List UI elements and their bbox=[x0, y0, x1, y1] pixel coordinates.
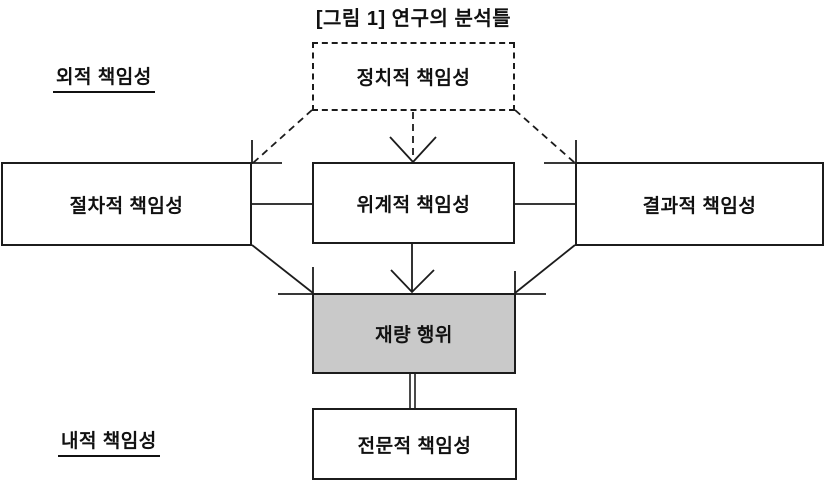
box-professional-label: 전문적 책임성 bbox=[357, 435, 472, 457]
box-consequential-accountability: 결과적 책임성 bbox=[575, 162, 824, 246]
dashed-line-political-to-procedural bbox=[252, 109, 313, 164]
dashed-line-political-to-consequential bbox=[514, 109, 576, 164]
box-hierarchical-accountability: 위계적 책임성 bbox=[312, 162, 515, 244]
box-procedural-accountability: 절차적 책임성 bbox=[1, 162, 252, 246]
label-internal-accountability: 내적 책임성 bbox=[58, 426, 160, 457]
box-consequential-label: 결과적 책임성 bbox=[642, 195, 757, 217]
box-professional-accountability: 전문적 책임성 bbox=[312, 408, 517, 480]
diagonal-procedural-to-discretion bbox=[251, 244, 314, 294]
arrowhead-into-discretion bbox=[390, 269, 435, 294]
box-discretion-label: 재량 행위 bbox=[375, 325, 453, 346]
figure-title: [그림 1] 연구의 분석틀 bbox=[315, 8, 512, 30]
box-discretionary-action: 재량 행위 bbox=[312, 293, 516, 374]
box-political-accountability: 정치적 책임성 bbox=[312, 42, 515, 111]
diagonal-consequential-to-discretion bbox=[514, 244, 576, 294]
box-procedural-label: 절차적 책임성 bbox=[69, 195, 184, 217]
label-external-accountability: 외적 책임성 bbox=[53, 62, 155, 93]
box-political-label: 정치적 책임성 bbox=[356, 68, 471, 89]
box-hierarchical-label: 위계적 책임성 bbox=[356, 194, 471, 216]
